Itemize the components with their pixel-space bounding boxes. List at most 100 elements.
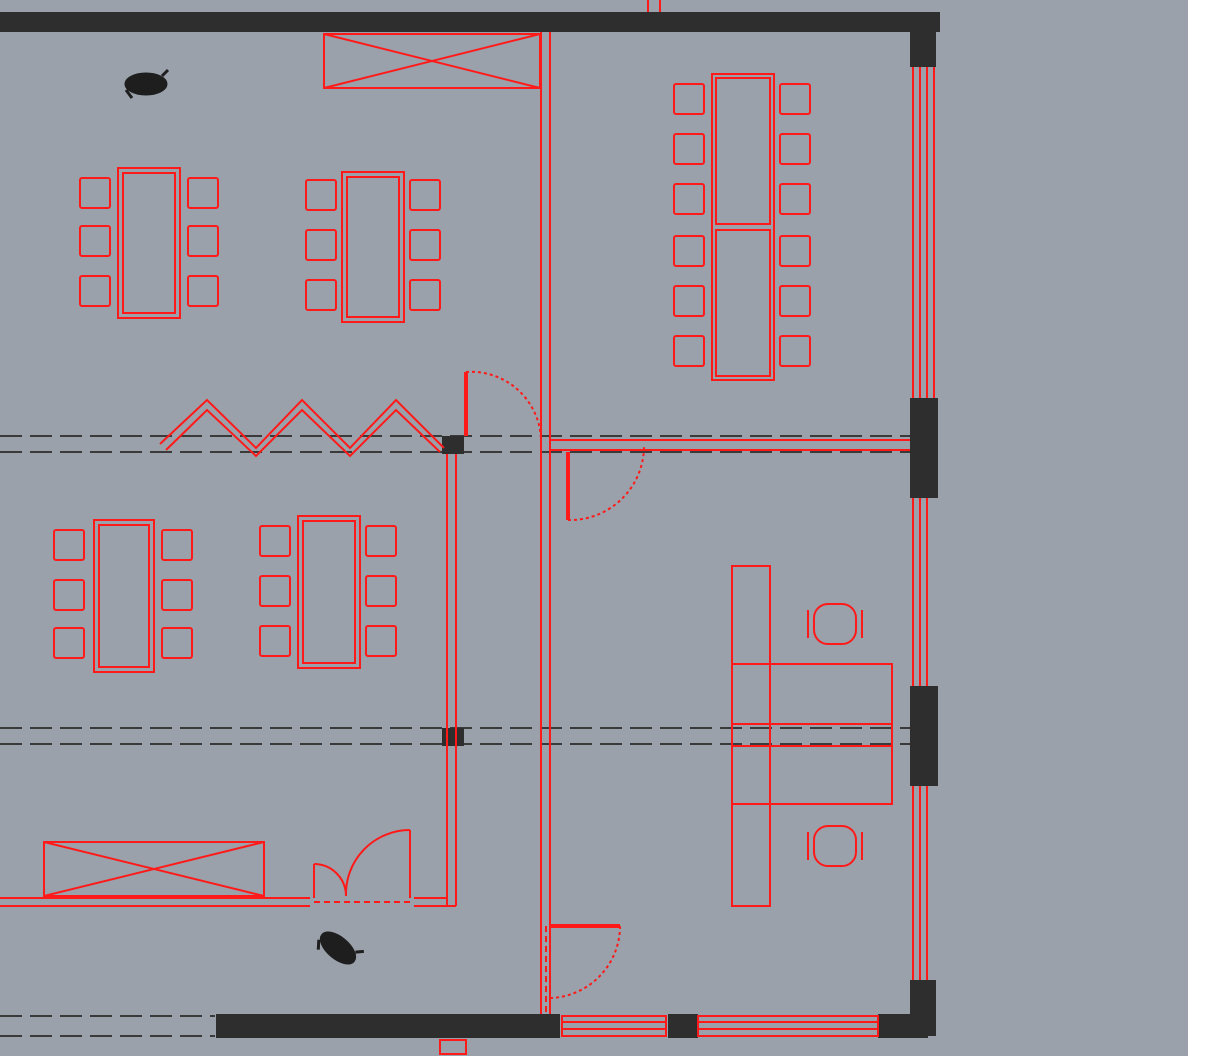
cabinet-outline bbox=[43, 841, 265, 897]
persons bbox=[124, 68, 364, 965]
door-swing-icon bbox=[464, 370, 542, 441]
table-inner bbox=[98, 524, 150, 668]
chair-icon bbox=[79, 177, 111, 209]
table-inner bbox=[122, 172, 176, 314]
column bbox=[668, 1014, 698, 1038]
cabinet-cross bbox=[43, 841, 265, 897]
person-icon bbox=[316, 931, 364, 965]
chair-icon bbox=[187, 275, 219, 307]
chair-seat bbox=[813, 603, 857, 645]
chair-icon bbox=[779, 183, 811, 215]
person-head bbox=[333, 940, 349, 956]
chair-icon bbox=[187, 225, 219, 257]
person-head bbox=[140, 74, 156, 90]
table-icon bbox=[259, 515, 397, 669]
chair-icon bbox=[53, 529, 85, 561]
table-half bbox=[715, 229, 771, 377]
table-outline bbox=[711, 73, 775, 381]
column bbox=[910, 398, 938, 498]
chair-icon bbox=[673, 235, 705, 267]
chair-icon bbox=[807, 603, 863, 645]
door-arc bbox=[549, 925, 621, 999]
chair-icon bbox=[779, 285, 811, 317]
chair-icon bbox=[305, 179, 337, 211]
table-half bbox=[715, 77, 771, 225]
chair-icon bbox=[259, 625, 291, 657]
person-limb bbox=[316, 939, 321, 950]
folding-partition bbox=[165, 408, 441, 458]
chair-icon bbox=[779, 83, 811, 115]
column bbox=[910, 686, 938, 786]
table-icon bbox=[79, 167, 219, 319]
window-frame bbox=[561, 1015, 667, 1037]
chair-icon bbox=[807, 825, 863, 867]
chair-icon bbox=[365, 625, 397, 657]
cabinet-icon bbox=[43, 841, 265, 897]
column bbox=[442, 728, 464, 746]
column bbox=[442, 436, 464, 454]
chair-icon bbox=[365, 575, 397, 607]
cabinet-icon bbox=[323, 33, 541, 89]
door-swing-icon bbox=[313, 829, 414, 903]
chair-icon bbox=[187, 177, 219, 209]
meeting-table bbox=[673, 73, 811, 381]
bottom-wall bbox=[216, 1014, 560, 1038]
table-inner bbox=[346, 176, 400, 318]
chair-icon bbox=[305, 279, 337, 311]
window-strip bbox=[912, 67, 935, 980]
table-outline bbox=[117, 167, 181, 319]
person-limb bbox=[355, 949, 364, 954]
chair-icon bbox=[409, 279, 441, 311]
column bbox=[910, 12, 936, 67]
chair-icon bbox=[673, 335, 705, 367]
chair-icon bbox=[161, 579, 193, 611]
edge-mark bbox=[439, 1039, 467, 1055]
window-strip bbox=[439, 1015, 879, 1055]
chair-icon bbox=[673, 133, 705, 165]
door-swing-icon bbox=[566, 445, 645, 522]
person-icon bbox=[124, 68, 170, 99]
chair-icon bbox=[53, 579, 85, 611]
person-limb bbox=[124, 89, 134, 99]
cabinet-cross bbox=[323, 33, 541, 89]
chair-seat bbox=[813, 825, 857, 867]
chair-icon bbox=[259, 525, 291, 557]
door-arc bbox=[344, 829, 411, 897]
chair-icon bbox=[53, 627, 85, 659]
table-icon bbox=[305, 171, 441, 323]
chair-icon bbox=[673, 83, 705, 115]
bottom-wall bbox=[878, 1014, 928, 1038]
door-arc bbox=[465, 370, 542, 441]
table-outline bbox=[93, 519, 155, 673]
chair-icon bbox=[673, 183, 705, 215]
top-wall bbox=[0, 12, 940, 32]
chair-icon bbox=[79, 225, 111, 257]
cabinet-outline bbox=[323, 33, 541, 89]
table-outline bbox=[341, 171, 405, 323]
folding-partition bbox=[159, 398, 445, 450]
chair-icon bbox=[161, 529, 193, 561]
chair-icon bbox=[409, 179, 441, 211]
chair-icon bbox=[365, 525, 397, 557]
table-icon bbox=[53, 519, 193, 673]
desk-top bbox=[731, 663, 893, 805]
chair-icon bbox=[779, 133, 811, 165]
chair-icon bbox=[673, 285, 705, 317]
structural-walls bbox=[0, 12, 940, 1038]
chair-icon bbox=[305, 229, 337, 261]
window-frame bbox=[697, 1015, 879, 1037]
chair-icon bbox=[779, 335, 811, 367]
chair-icon bbox=[161, 627, 193, 659]
door-arc bbox=[567, 445, 645, 522]
chair-icon bbox=[79, 275, 111, 307]
chair-icon bbox=[779, 235, 811, 267]
table-inner bbox=[302, 520, 356, 664]
chair-icon bbox=[409, 229, 441, 261]
table-outline bbox=[297, 515, 361, 669]
office-desk bbox=[731, 565, 893, 907]
partition-and-furniture bbox=[0, 0, 935, 1055]
door-swing-icon bbox=[549, 924, 621, 999]
chair-icon bbox=[259, 575, 291, 607]
person-limb bbox=[160, 68, 170, 78]
